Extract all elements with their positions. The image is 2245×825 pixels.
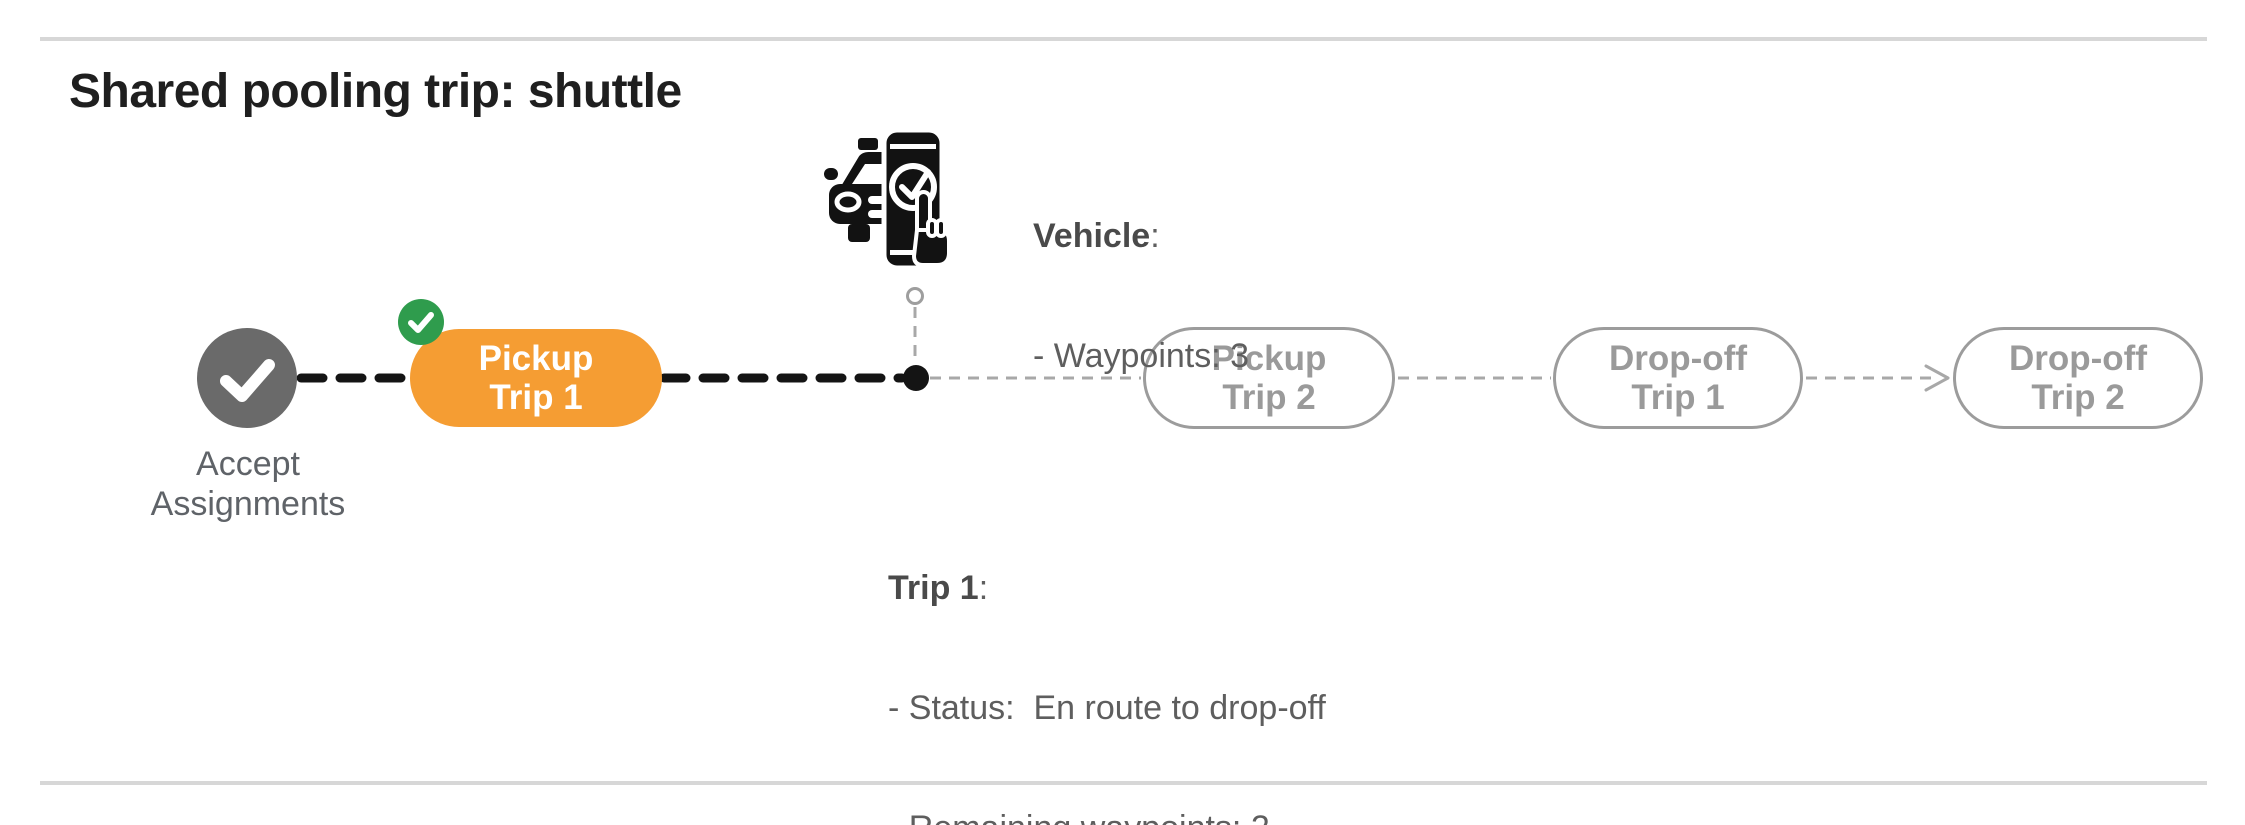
accept-assignments-label-line2: Assignments — [150, 485, 346, 523]
stage-label-line2: Trip 2 — [2031, 378, 2125, 417]
stage-label-line1: Pickup — [478, 339, 594, 378]
trip-info-block: Trip 1: - Status: En route to drop-off -… — [888, 488, 1326, 825]
accept-assignments-node — [197, 328, 297, 428]
stage-label-line2: Trip 1 — [1631, 378, 1725, 417]
check-badge-icon — [398, 299, 444, 345]
vehicle-info-block: Vehicle: - Waypoints: 3 — [1033, 136, 1249, 456]
stage-pickup-trip-1: Pickup Trip 1 — [410, 329, 662, 427]
vehicle-waypoints-line: - Waypoints: 3 — [1033, 337, 1250, 375]
page-title: Shared pooling trip: shuttle — [69, 65, 682, 118]
current-position-dot — [903, 365, 929, 391]
trip1-heading: Trip 1: — [888, 569, 989, 607]
check-icon — [220, 359, 275, 402]
stage-label-line1: Drop-off — [1608, 339, 1747, 378]
stage-label-line1: Pickup — [1211, 339, 1327, 378]
arrowhead-icon — [1924, 364, 1950, 392]
trip1-status-line: - Status: En route to drop-off — [888, 689, 1326, 727]
top-divider — [40, 37, 2207, 41]
vehicle-anchor-ring — [906, 287, 924, 305]
accept-assignments-label-line1: Accept — [196, 445, 300, 483]
bottom-divider — [40, 781, 2207, 785]
stage-label-line2: Trip 2 — [1222, 378, 1316, 417]
car-phone-check-icon — [824, 127, 951, 271]
stage-dropoff-trip-2: Drop-off Trip 2 — [1953, 327, 2203, 429]
stage-label-line2: Trip 1 — [489, 378, 583, 417]
stage-pickup-trip-2: Pickup Trip 2 — [1143, 327, 1395, 429]
accept-assignments-label: Accept Assignments — [98, 444, 398, 524]
vehicle-info-heading: Vehicle: — [1033, 217, 1160, 255]
stage-label-line1: Drop-off — [2008, 339, 2147, 378]
trip1-waypoints-line: - Remaining waypoints: 2 — [888, 808, 1326, 825]
stage-dropoff-trip-1: Drop-off Trip 1 — [1553, 327, 1803, 429]
